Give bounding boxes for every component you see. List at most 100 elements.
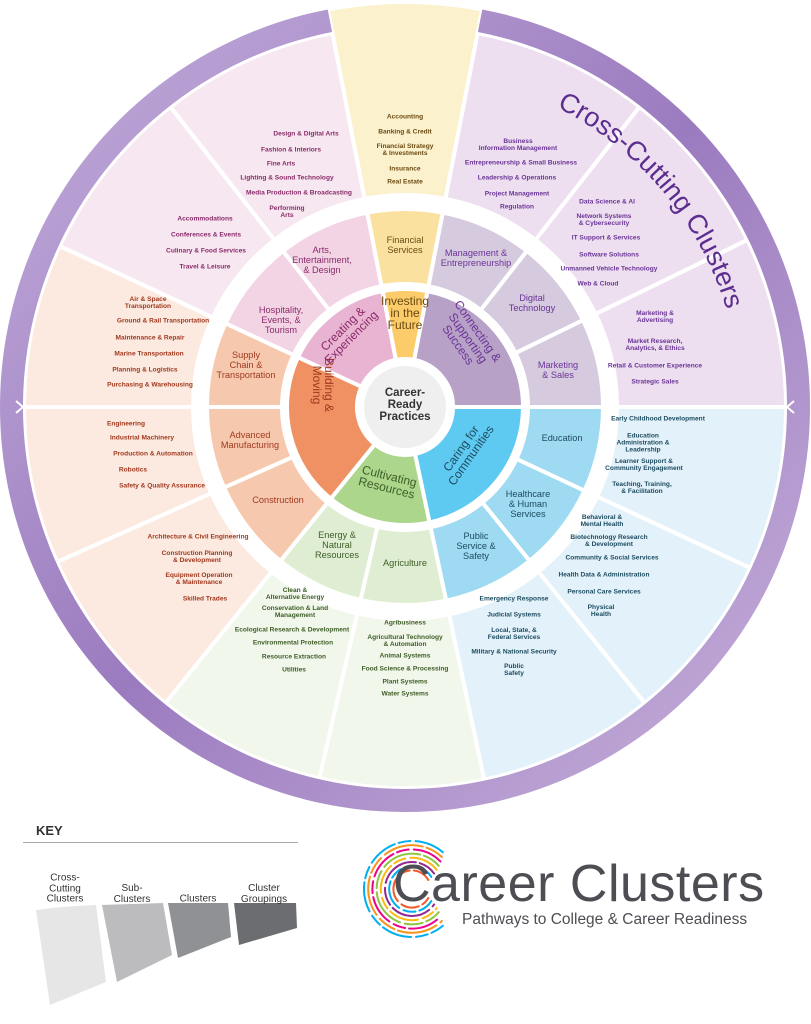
pathway-judicial-systems: Judicial Systems — [487, 611, 541, 619]
cluster-label-public-service-safety: Public Service & Safety — [456, 530, 496, 562]
key-divider — [23, 842, 298, 843]
grouping-segment-building-moving[interactable] — [285, 354, 378, 502]
pathway-it-support-services: IT Support & Services — [571, 234, 641, 242]
pathway-teaching-training-facilitation: Teaching, Training, & Facilitation — [612, 480, 672, 495]
pathway-water-systems: Water Systems — [381, 690, 429, 698]
cluster-label-financial-services: Financial Services — [386, 234, 424, 255]
key-swatch-cross-cutting-clusters — [36, 905, 106, 1005]
pathway-network-systems-cybersecurity: Network Systems & Cybersecurity — [576, 212, 632, 227]
pathway-leadership-operations: Leadership & Operations — [477, 174, 557, 182]
pathway-animal-systems: Animal Systems — [379, 652, 431, 660]
cluster-label-management-entrepreneurship: Management & Entrepreneurship — [440, 247, 512, 268]
cluster-label-healthcare-human-services: Healthcare & Human Services — [505, 488, 551, 520]
pathway-performing-arts: Performing Arts — [269, 204, 305, 219]
logo-arc — [384, 861, 436, 917]
logo-arc — [363, 840, 444, 938]
pathway-biotechnology-research-development: Biotechnology Research & Development — [570, 533, 648, 548]
pathway-strategic-sales: Strategic Sales — [631, 378, 679, 386]
pathway-resource-extraction: Resource Extraction — [261, 653, 327, 661]
pathway-financial-strategy-investments: Financial Strategy & Investments — [376, 142, 434, 157]
pathway-fashion-interiors: Fashion & Interiors — [260, 146, 322, 154]
pathway-ecological-research-development: Ecological Research & Development — [234, 626, 350, 634]
pathway-industrial-machinery: Industrial Machinery — [109, 434, 175, 442]
pathway-robotics: Robotics — [118, 466, 148, 474]
pathway-data-science-ai: Data Science & AI — [579, 198, 635, 206]
pathway-entrepreneurship-small-business: Entrepreneurship & Small Business — [464, 159, 578, 167]
key-swatch-clusters — [168, 903, 231, 958]
pathway-marine-transportation: Marine Transportation — [114, 350, 184, 358]
cluster-segment-arts-entertainment-design[interactable] — [280, 210, 384, 313]
pathway-maintenance-repair: Maintenance & Repair — [115, 334, 185, 342]
grouping-segment-caring-for-communities[interactable] — [412, 405, 526, 525]
pathway-travel-leisure: Travel & Leisure — [179, 263, 231, 271]
pathway-military-national-security: Military & National Security — [471, 648, 557, 656]
pathway-physical-health: Physical Health — [587, 603, 615, 618]
key-swatch-sub-clusters — [102, 903, 172, 982]
pathway-behavioral-mental-health: Behavioral & Mental Health — [580, 513, 624, 528]
pathway-plant-systems: Plant Systems — [382, 678, 428, 686]
center-label-career-ready-practices: Career- Ready Practices — [379, 386, 431, 424]
cluster-label-supply-chain-transportation: Supply Chain & Transportation — [216, 349, 276, 381]
grouping-segment-connecting-supporting-success[interactable] — [411, 288, 526, 409]
logo-arc — [379, 856, 438, 922]
pathway-construction-planning-development: Construction Planning & Development — [161, 549, 233, 564]
ring-chevron-icon — [785, 400, 795, 414]
logo-arc — [388, 865, 433, 913]
cluster-label-agriculture: Agriculture — [383, 557, 427, 568]
pathway-retail-customer-experience: Retail & Customer Experience — [607, 362, 703, 370]
logo-arc — [367, 844, 443, 934]
pathway-lighting-sound-technology: Lighting & Sound Technology — [240, 174, 334, 182]
pathway-fine-arts: Fine Arts — [266, 160, 296, 168]
pathway-culinary-food-services: Culinary & Food Services — [166, 247, 246, 255]
key-label-groupings: Cluster Groupings — [240, 883, 288, 905]
pathway-unmanned-vehicle-technology: Unmanned Vehicle Technology — [560, 265, 658, 273]
logo-arc — [375, 852, 440, 926]
pathway-design-digital-arts: Design & Digital Arts — [273, 130, 339, 138]
pathway-accommodations: Accommodations — [177, 215, 233, 223]
pathway-accounting: Accounting — [386, 113, 424, 121]
pathway-regulation: Regulation — [499, 203, 535, 211]
key-title: KEY — [36, 823, 63, 838]
ring-chevron-icon — [15, 400, 25, 414]
logo-mark — [363, 840, 444, 938]
pathway-equipment-operation-maintenance: Equipment Operation & Maintenance — [165, 571, 233, 586]
pathway-marketing-advertising: Marketing & Advertising — [636, 309, 674, 324]
pathway-environmental-protection: Environmental Protection — [252, 639, 334, 647]
pathway-skilled-trades: Skilled Trades — [182, 595, 228, 603]
key-legend-swatches — [36, 903, 297, 1005]
pathway-utilities: Utilities — [282, 666, 306, 674]
grouping-segment-creating-experiencing[interactable] — [295, 288, 399, 390]
logo-subtitle: Pathways to College & Career Readiness — [462, 911, 748, 928]
pathway-region-financial-services — [325, 0, 485, 202]
pathway-agribusiness: Agribusiness — [384, 619, 426, 627]
pathway-banking-credit: Banking & Credit — [378, 128, 432, 136]
pathway-health-data-administration: Health Data & Administration — [558, 571, 650, 579]
pathway-media-production-broadcasting: Media Production & Broadcasting — [246, 189, 352, 197]
cluster-label-advanced-manufacturing: Advanced Manufacturing — [220, 429, 280, 450]
pathway-safety-quality-assurance: Safety & Quality Assurance — [119, 482, 205, 490]
pathway-web-cloud: Web & Cloud — [577, 280, 619, 288]
pathway-insurance: Insurance — [389, 165, 421, 173]
pathway-architecture-civil-engineering: Architecture & Civil Engineering — [147, 533, 249, 541]
pathway-personal-care-services: Personal Care Services — [567, 588, 641, 596]
center-circle — [364, 366, 446, 448]
pathway-engineering: Engineering — [106, 420, 146, 428]
pathway-early-childhood-development: Early Childhood Development — [611, 415, 705, 423]
logo-arc — [371, 848, 442, 930]
pathway-conservation-land-management: Conservation & Land Management — [261, 604, 329, 619]
cluster-label-energy-natural-resources: Energy & Natural Resources — [315, 529, 359, 561]
pathway-real-estate: Real Estate — [387, 178, 423, 186]
pathway-agricultural-technology-automation: Agricultural Technology & Automation — [367, 633, 443, 648]
pathway-learner-support-community-engagement: Learner Support & Community Engagement — [605, 457, 683, 472]
cluster-label-marketing-sales: Marketing & Sales — [537, 359, 579, 380]
logo-title: Career Clusters — [393, 855, 765, 913]
pathway-community-social-services: Community & Social Services — [565, 554, 659, 562]
pathway-region-arts-entertainment-design — [167, 30, 367, 243]
pathway-food-science-processing: Food Science & Processing — [361, 665, 449, 673]
cluster-label-hospitality-events-tourism: Hospitality, Events, & Tourism — [258, 304, 304, 336]
pathway-air-space-transportation: Air & Space Transportation — [124, 295, 172, 310]
pathway-software-solutions: Software Solutions — [579, 251, 639, 259]
pathway-conferences-events: Conferences & Events — [171, 231, 241, 239]
pathway-local-state-federal-services: Local, State, & Federal Services — [487, 626, 541, 641]
